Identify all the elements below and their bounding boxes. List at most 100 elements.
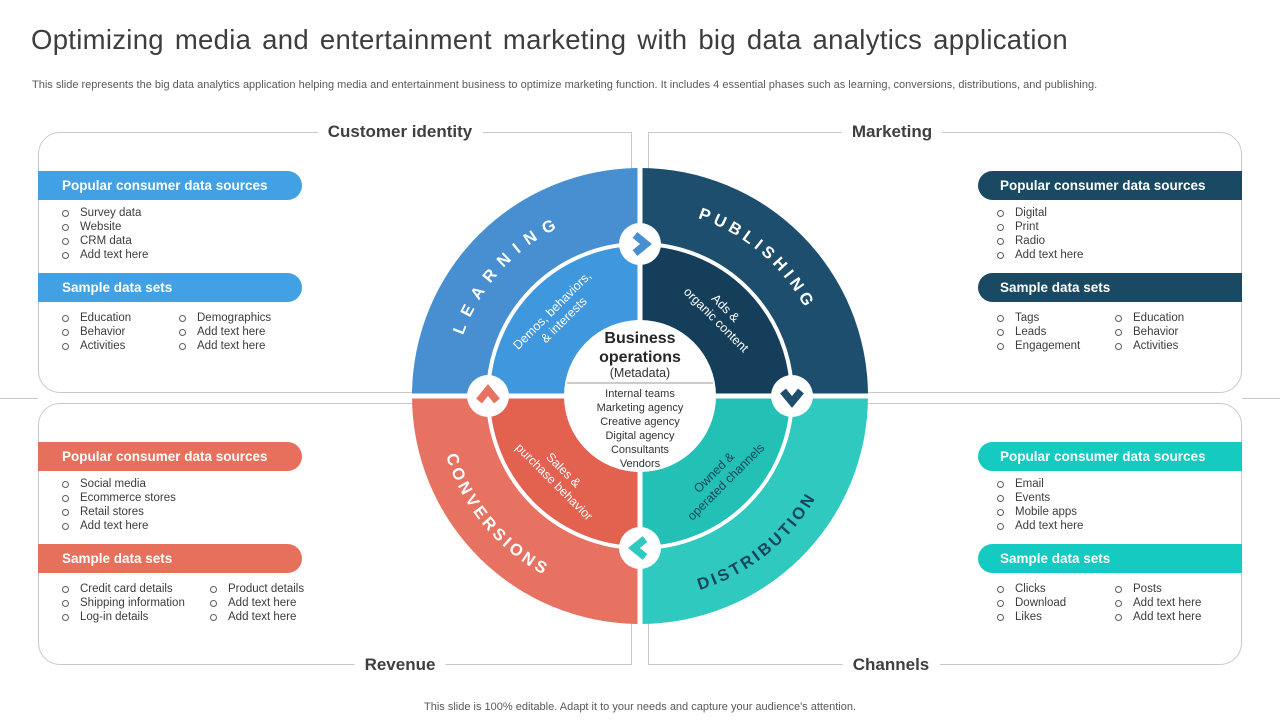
list-item: Add text here bbox=[62, 519, 632, 533]
bullet-icon bbox=[997, 209, 1004, 217]
arrow-circle bbox=[619, 527, 661, 569]
sets-header-pill: Sample data sets bbox=[978, 273, 1242, 302]
bullet-icon bbox=[1115, 613, 1122, 621]
arrow-bottom bbox=[619, 527, 661, 569]
chevron-left-icon bbox=[628, 536, 648, 560]
bullet-icon bbox=[1115, 314, 1122, 322]
arrow-left bbox=[467, 375, 509, 417]
sets-col1: Credit card details Shipping information… bbox=[62, 582, 210, 624]
bullet-icon bbox=[179, 314, 186, 322]
list-item: Radio bbox=[997, 234, 1242, 248]
list-item: Tags bbox=[997, 311, 1115, 325]
sets-col1: Tags Leads Engagement bbox=[997, 311, 1115, 353]
list-item: Add text here bbox=[1115, 596, 1201, 610]
list-item: Education bbox=[1115, 311, 1184, 325]
bullet-icon bbox=[62, 599, 69, 607]
section-label-marketing: Marketing bbox=[841, 121, 943, 142]
center-item: Creative agency bbox=[600, 416, 680, 428]
list-item: Shipping information bbox=[62, 596, 210, 610]
section-label-channels: Channels bbox=[842, 654, 940, 675]
sources-list: Digital Print Radio Add text here bbox=[648, 206, 1242, 262]
bullet-icon bbox=[997, 480, 1004, 488]
list-item: Add text here bbox=[997, 248, 1242, 262]
sets-col2: Product details Add text here Add text h… bbox=[210, 582, 304, 624]
sources-header-pill: Popular consumer data sources bbox=[38, 171, 302, 200]
list-item: Download bbox=[997, 596, 1115, 610]
list-item: Clicks bbox=[997, 582, 1115, 596]
sources-list: Email Events Mobile apps Add text here bbox=[648, 477, 1242, 533]
bullet-icon bbox=[997, 223, 1004, 231]
bullet-icon bbox=[179, 328, 186, 336]
list-item: Credit card details bbox=[62, 582, 210, 596]
list-item: Activities bbox=[62, 339, 179, 353]
list-item: Engagement bbox=[997, 339, 1115, 353]
list-item: Posts bbox=[1115, 582, 1201, 596]
bullet-icon bbox=[62, 522, 69, 530]
bullet-icon bbox=[62, 314, 69, 322]
center-subtitle: (Metadata) bbox=[610, 366, 670, 380]
list-item: Education bbox=[62, 311, 179, 325]
sources-header-pill: Popular consumer data sources bbox=[978, 442, 1242, 471]
bullet-icon bbox=[997, 585, 1004, 593]
list-item: Mobile apps bbox=[997, 505, 1242, 519]
bullet-icon bbox=[997, 237, 1004, 245]
slide-description: This slide represents the big data analy… bbox=[32, 79, 1098, 91]
sets-header-pill: Sample data sets bbox=[38, 544, 302, 573]
list-item: Add text here bbox=[1115, 610, 1201, 624]
sets-header-pill: Sample data sets bbox=[38, 273, 302, 302]
bullet-icon bbox=[1115, 599, 1122, 607]
list-item: Likes bbox=[997, 610, 1115, 624]
phase-cycle-diagram: LEARNING PUBLISHING CONVERSIONS DISTRIBU… bbox=[412, 168, 868, 624]
bullet-icon bbox=[1115, 342, 1122, 350]
center-circle bbox=[564, 320, 716, 472]
arrow-circle bbox=[467, 375, 509, 417]
sets-header-pill: Sample data sets bbox=[978, 544, 1242, 573]
bullet-icon bbox=[210, 613, 217, 621]
bullet-icon bbox=[1115, 585, 1122, 593]
list-item: Add text here bbox=[997, 519, 1242, 533]
bullet-icon bbox=[997, 314, 1004, 322]
bullet-icon bbox=[62, 223, 69, 231]
center-item: Vendors bbox=[620, 458, 661, 470]
sets-columns: Education Behavior Activities Demographi… bbox=[38, 311, 632, 353]
bullet-icon bbox=[210, 585, 217, 593]
page-title: Optimizing media and entertainment marke… bbox=[31, 24, 1068, 55]
chevron-right-icon bbox=[632, 232, 652, 256]
list-item: Leads bbox=[997, 325, 1115, 339]
chevron-down-icon bbox=[780, 388, 804, 408]
list-item: Digital bbox=[997, 206, 1242, 220]
bullet-icon bbox=[62, 237, 69, 245]
center-title-line2: operations bbox=[599, 349, 681, 366]
list-item: Activities bbox=[1115, 339, 1184, 353]
bullet-icon bbox=[997, 508, 1004, 516]
center-hub: Business operations (Metadata) Internal … bbox=[567, 330, 713, 470]
sources-header-pill: Popular consumer data sources bbox=[38, 442, 302, 471]
bullet-icon bbox=[997, 342, 1004, 350]
list-item: Add text here bbox=[210, 596, 304, 610]
section-label-customer-identity: Customer identity bbox=[317, 121, 483, 142]
sets-columns: Tags Leads Engagement Education Behavior… bbox=[648, 311, 1242, 353]
list-item: Behavior bbox=[1115, 325, 1184, 339]
center-item: Marketing agency bbox=[597, 402, 684, 414]
bullet-icon bbox=[997, 494, 1004, 502]
sets-col2: Education Behavior Activities bbox=[1115, 311, 1184, 353]
panel-marketing: Popular consumer data sources Digital Pr… bbox=[648, 132, 1242, 393]
sources-list: Survey data Website CRM data Add text he… bbox=[38, 206, 632, 262]
bullet-icon bbox=[210, 599, 217, 607]
arrow-circle bbox=[619, 223, 661, 265]
bullet-icon bbox=[62, 480, 69, 488]
center-item: Consultants bbox=[611, 444, 670, 456]
bullet-icon bbox=[1115, 328, 1122, 336]
right-guide-line bbox=[1242, 398, 1280, 399]
sets-col2: Demographics Add text here Add text here bbox=[179, 311, 271, 353]
footer-note: This slide is 100% editable. Adapt it to… bbox=[424, 701, 856, 713]
list-item: Email bbox=[997, 477, 1242, 491]
sets-col1: Clicks Download Likes bbox=[997, 582, 1115, 624]
list-item: Events bbox=[997, 491, 1242, 505]
list-item: CRM data bbox=[62, 234, 632, 248]
list-item: Behavior bbox=[62, 325, 179, 339]
bullet-icon bbox=[997, 599, 1004, 607]
list-item: Add text here bbox=[62, 248, 632, 262]
list-item: Add text here bbox=[179, 325, 271, 339]
arrow-right bbox=[771, 375, 813, 417]
